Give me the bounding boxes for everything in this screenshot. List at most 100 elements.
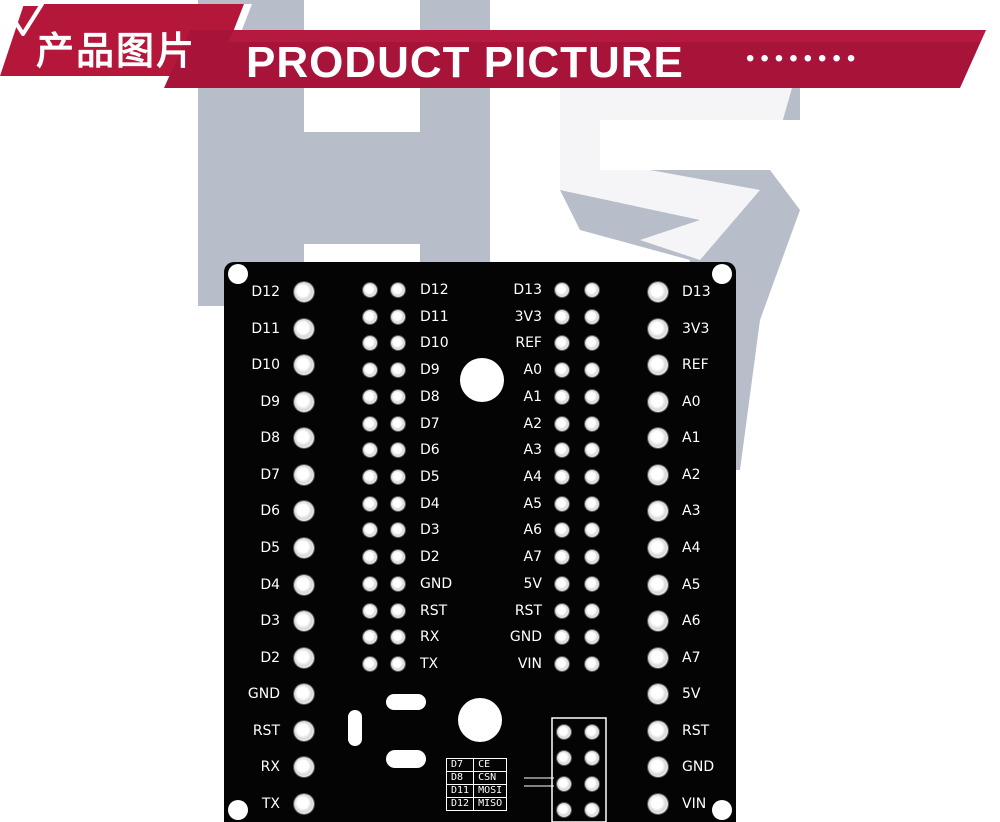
inner-left-label: RX [420, 629, 440, 646]
pin-pad [363, 630, 377, 645]
title-chinese: 产品图片 [36, 29, 197, 73]
inner-right-label: A6 [523, 522, 542, 539]
pcb-graphics [228, 264, 732, 822]
outer-right-label: 5V [682, 686, 701, 703]
pin-pad [585, 550, 599, 565]
outer-right-label: VIN [682, 796, 707, 812]
outer-right-label: A5 [682, 576, 701, 593]
pin-pad [585, 283, 599, 297]
icsp-pin [585, 751, 599, 765]
header-banner: 产品图片 PRODUCT PICTURE •••••••• [0, 0, 1000, 96]
pin-pad [555, 363, 569, 378]
pin-pad [555, 416, 569, 431]
pin-pad [363, 657, 377, 671]
outer-right-label: A3 [682, 503, 701, 520]
pin-pad [363, 363, 377, 378]
outer-left-label: D4 [260, 576, 280, 593]
table-cell: D11 [445, 784, 475, 798]
pin-pad [585, 309, 599, 324]
inner-right-label: A3 [523, 442, 542, 459]
pin-pad [294, 391, 314, 412]
pin-pad [391, 576, 405, 591]
pin-pad [648, 574, 668, 595]
pin-pad [648, 720, 668, 741]
inner-left-label: D2 [420, 549, 440, 566]
inner-right-label: A1 [523, 388, 542, 405]
pin-pad [585, 389, 599, 404]
pin-pad [391, 443, 405, 458]
outer-right-label: A2 [682, 466, 701, 483]
pin-pad [391, 470, 405, 484]
pin-pad [555, 657, 569, 671]
inner-right-label: RST [514, 602, 542, 619]
pin-pad [585, 470, 599, 484]
table-cell: CSN [473, 771, 508, 785]
pin-pad [648, 391, 668, 412]
mount-hole [458, 698, 502, 742]
inner-left-label: D3 [420, 522, 440, 539]
mount-hole [228, 800, 248, 820]
pin-pad [648, 428, 668, 449]
icsp-pin [557, 751, 571, 765]
pin-pad [391, 389, 405, 404]
pin-pad [648, 282, 668, 302]
inner-left-label: D7 [420, 415, 440, 432]
pin-pad [648, 757, 668, 778]
header-band-shape [0, 4, 986, 88]
pin-pad [363, 443, 377, 458]
inner-right-label: REF [515, 335, 542, 352]
title-english: PRODUCT PICTURE [246, 38, 684, 87]
pin-pad [294, 647, 314, 668]
pin-pad [555, 336, 569, 351]
outer-right-label: 3V3 [682, 320, 710, 337]
pin-pad [363, 336, 377, 351]
pin-pad [294, 720, 314, 741]
slot-hole [386, 750, 426, 768]
pin-pad [294, 501, 314, 522]
pin-pad [363, 283, 377, 297]
inner-left-label: TX [420, 656, 439, 672]
pin-pad [294, 574, 314, 595]
slot-hole [386, 694, 426, 710]
pin-pad [294, 684, 314, 705]
pin-pad [555, 443, 569, 458]
pin-pad [555, 309, 569, 324]
pin-pad [555, 630, 569, 645]
pin-pad [294, 318, 314, 339]
pin-pad [555, 576, 569, 591]
table-cell: MOSI [473, 784, 508, 798]
pin-pad [585, 523, 599, 538]
pin-pad [555, 603, 569, 618]
pin-pad [391, 657, 405, 671]
icsp-pin [585, 725, 599, 739]
mount-hole [712, 800, 732, 820]
pin-pad [294, 611, 314, 632]
table-cell: MISO [473, 797, 508, 811]
pin-pad [391, 496, 405, 511]
pin-pad [555, 389, 569, 404]
mount-hole [460, 358, 504, 402]
pin-pad [391, 630, 405, 645]
icsp-pin [585, 803, 599, 817]
inner-right-label: A0 [523, 362, 542, 379]
outer-right-label: GND [682, 759, 715, 776]
pin-pad [391, 550, 405, 565]
outer-left-label: D11 [251, 320, 280, 337]
outer-left-label: RST [252, 722, 280, 739]
icsp-pin [557, 777, 571, 791]
pin-pad [648, 501, 668, 522]
inner-left-label: D5 [420, 469, 440, 485]
outer-right-label: A1 [682, 430, 701, 447]
outer-right-label: REF [682, 357, 709, 374]
inner-right-label: A4 [523, 469, 542, 485]
pin-pad [648, 538, 668, 558]
mount-hole [712, 264, 732, 284]
inner-left-label: D12 [420, 282, 449, 298]
inner-left-label: RST [420, 602, 448, 619]
pin-pad [585, 657, 599, 671]
table-cell: D7 [445, 758, 475, 772]
